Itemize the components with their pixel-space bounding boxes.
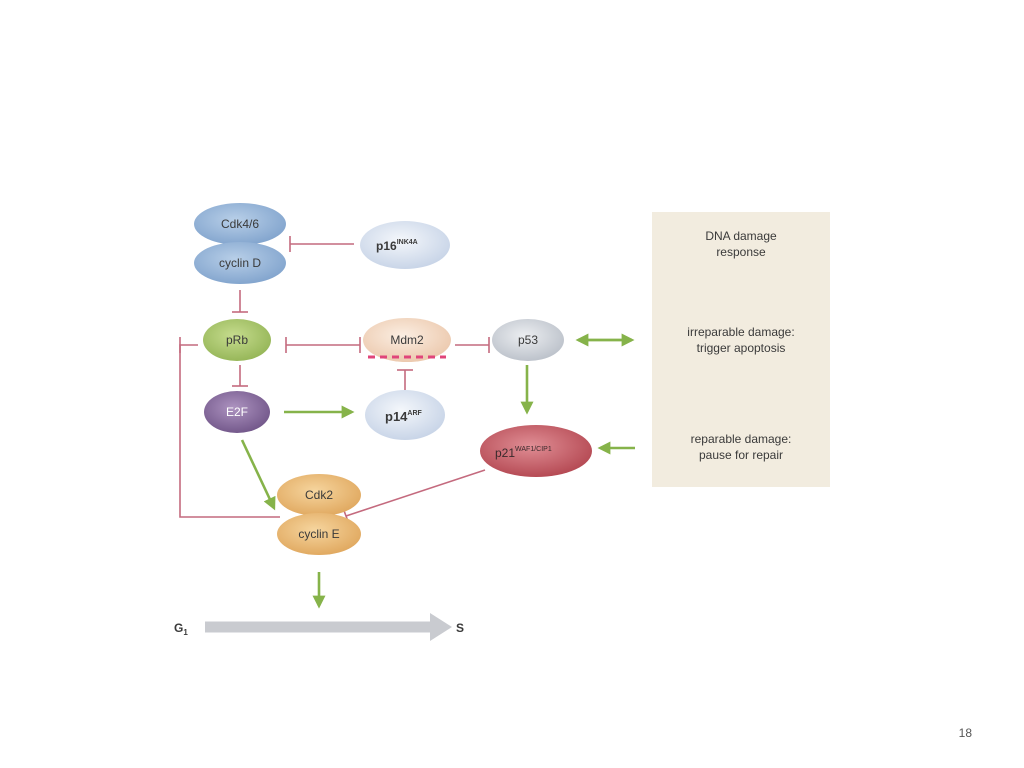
irreparable-line2: trigger apoptosis	[697, 341, 786, 355]
label-p14: p14	[385, 409, 408, 424]
label-cdk2: Cdk2	[305, 488, 333, 502]
label-cyclin-e: cyclin E	[298, 527, 339, 541]
node-mdm2: Mdm2	[363, 318, 451, 362]
node-prb: pRb	[203, 319, 271, 361]
node-cdk46-cyclin-d: Cdk4/6 cyclin D	[194, 203, 286, 284]
label-prb: pRb	[226, 333, 248, 347]
reparable-line2: pause for repair	[699, 448, 783, 462]
label-cyclin-d: cyclin D	[219, 256, 261, 270]
irreparable-line1: irreparable damage:	[687, 325, 794, 339]
label-p14-sup: ARF	[407, 410, 422, 417]
edge-p21-inhibits-cdk2	[345, 469, 486, 517]
label-p16: p16	[376, 239, 397, 253]
label-p21-sup: WAF1/CIP1	[515, 446, 552, 453]
label-mdm2: Mdm2	[390, 333, 424, 347]
node-p14: p14ARF	[365, 390, 445, 440]
reparable-line1: reparable damage:	[691, 432, 792, 446]
node-cdk2-cyclin-e: Cdk2 cyclin E	[277, 474, 361, 555]
label-e2f: E2F	[226, 405, 248, 419]
node-p21: p21WAF1/CIP1	[480, 425, 592, 477]
phase-arrow: G1 S	[174, 613, 464, 641]
edge-e2f-activates-cdk2	[240, 439, 276, 511]
label-p16-sup: INK4A	[397, 239, 418, 246]
label-g-sub: 1	[183, 628, 188, 637]
svg-text:p16INK4A: p16INK4A	[376, 239, 418, 253]
phase-arrow-head	[430, 613, 452, 641]
label-s: S	[456, 621, 464, 635]
dna-damage-response-box	[652, 212, 830, 487]
page-number: 18	[958, 726, 972, 740]
label-p53: p53	[518, 333, 538, 347]
svg-text:p21WAF1/CIP1: p21WAF1/CIP1	[495, 446, 552, 460]
node-e2f: E2F	[204, 391, 270, 433]
svg-text:G1: G1	[174, 621, 188, 637]
svg-text:p14ARF: p14ARF	[385, 409, 423, 424]
node-p16: p16INK4A	[360, 221, 450, 269]
node-p53: p53	[492, 319, 564, 361]
response-title-line1: DNA damage	[705, 229, 777, 243]
label-g: G	[174, 621, 183, 635]
label-p21: p21	[495, 446, 515, 460]
label-cdk46: Cdk4/6	[221, 217, 259, 231]
edge-cdk2-inhibits-prb	[179, 344, 280, 518]
response-title-line2: response	[716, 245, 766, 259]
